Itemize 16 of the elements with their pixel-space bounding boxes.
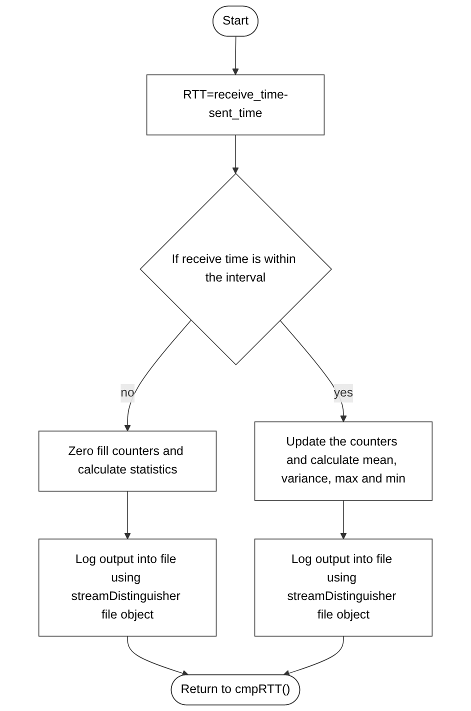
edge-label: yes xyxy=(334,386,354,400)
node-diamond: If receive time is within the interval xyxy=(140,172,332,366)
node-box: Log output into file using streamDistinguisher file object xyxy=(38,538,217,637)
arrow xyxy=(232,134,239,174)
arrow xyxy=(232,36,239,76)
node-box: Log output into file using streamDistinguisher file object xyxy=(254,538,433,637)
arrow xyxy=(124,490,131,540)
arrow xyxy=(280,320,347,422)
edge-label: no xyxy=(120,386,134,400)
arrow xyxy=(282,636,344,676)
arrow xyxy=(340,500,347,540)
arrow xyxy=(124,320,192,432)
node-box: Zero fill counters and calculate statistics xyxy=(38,430,217,492)
node-box: Update the counters and calculate mean, variance, max and min xyxy=(254,421,433,501)
arrow xyxy=(127,636,189,676)
node-box: RTT=receive_time-sent_time xyxy=(146,74,325,136)
